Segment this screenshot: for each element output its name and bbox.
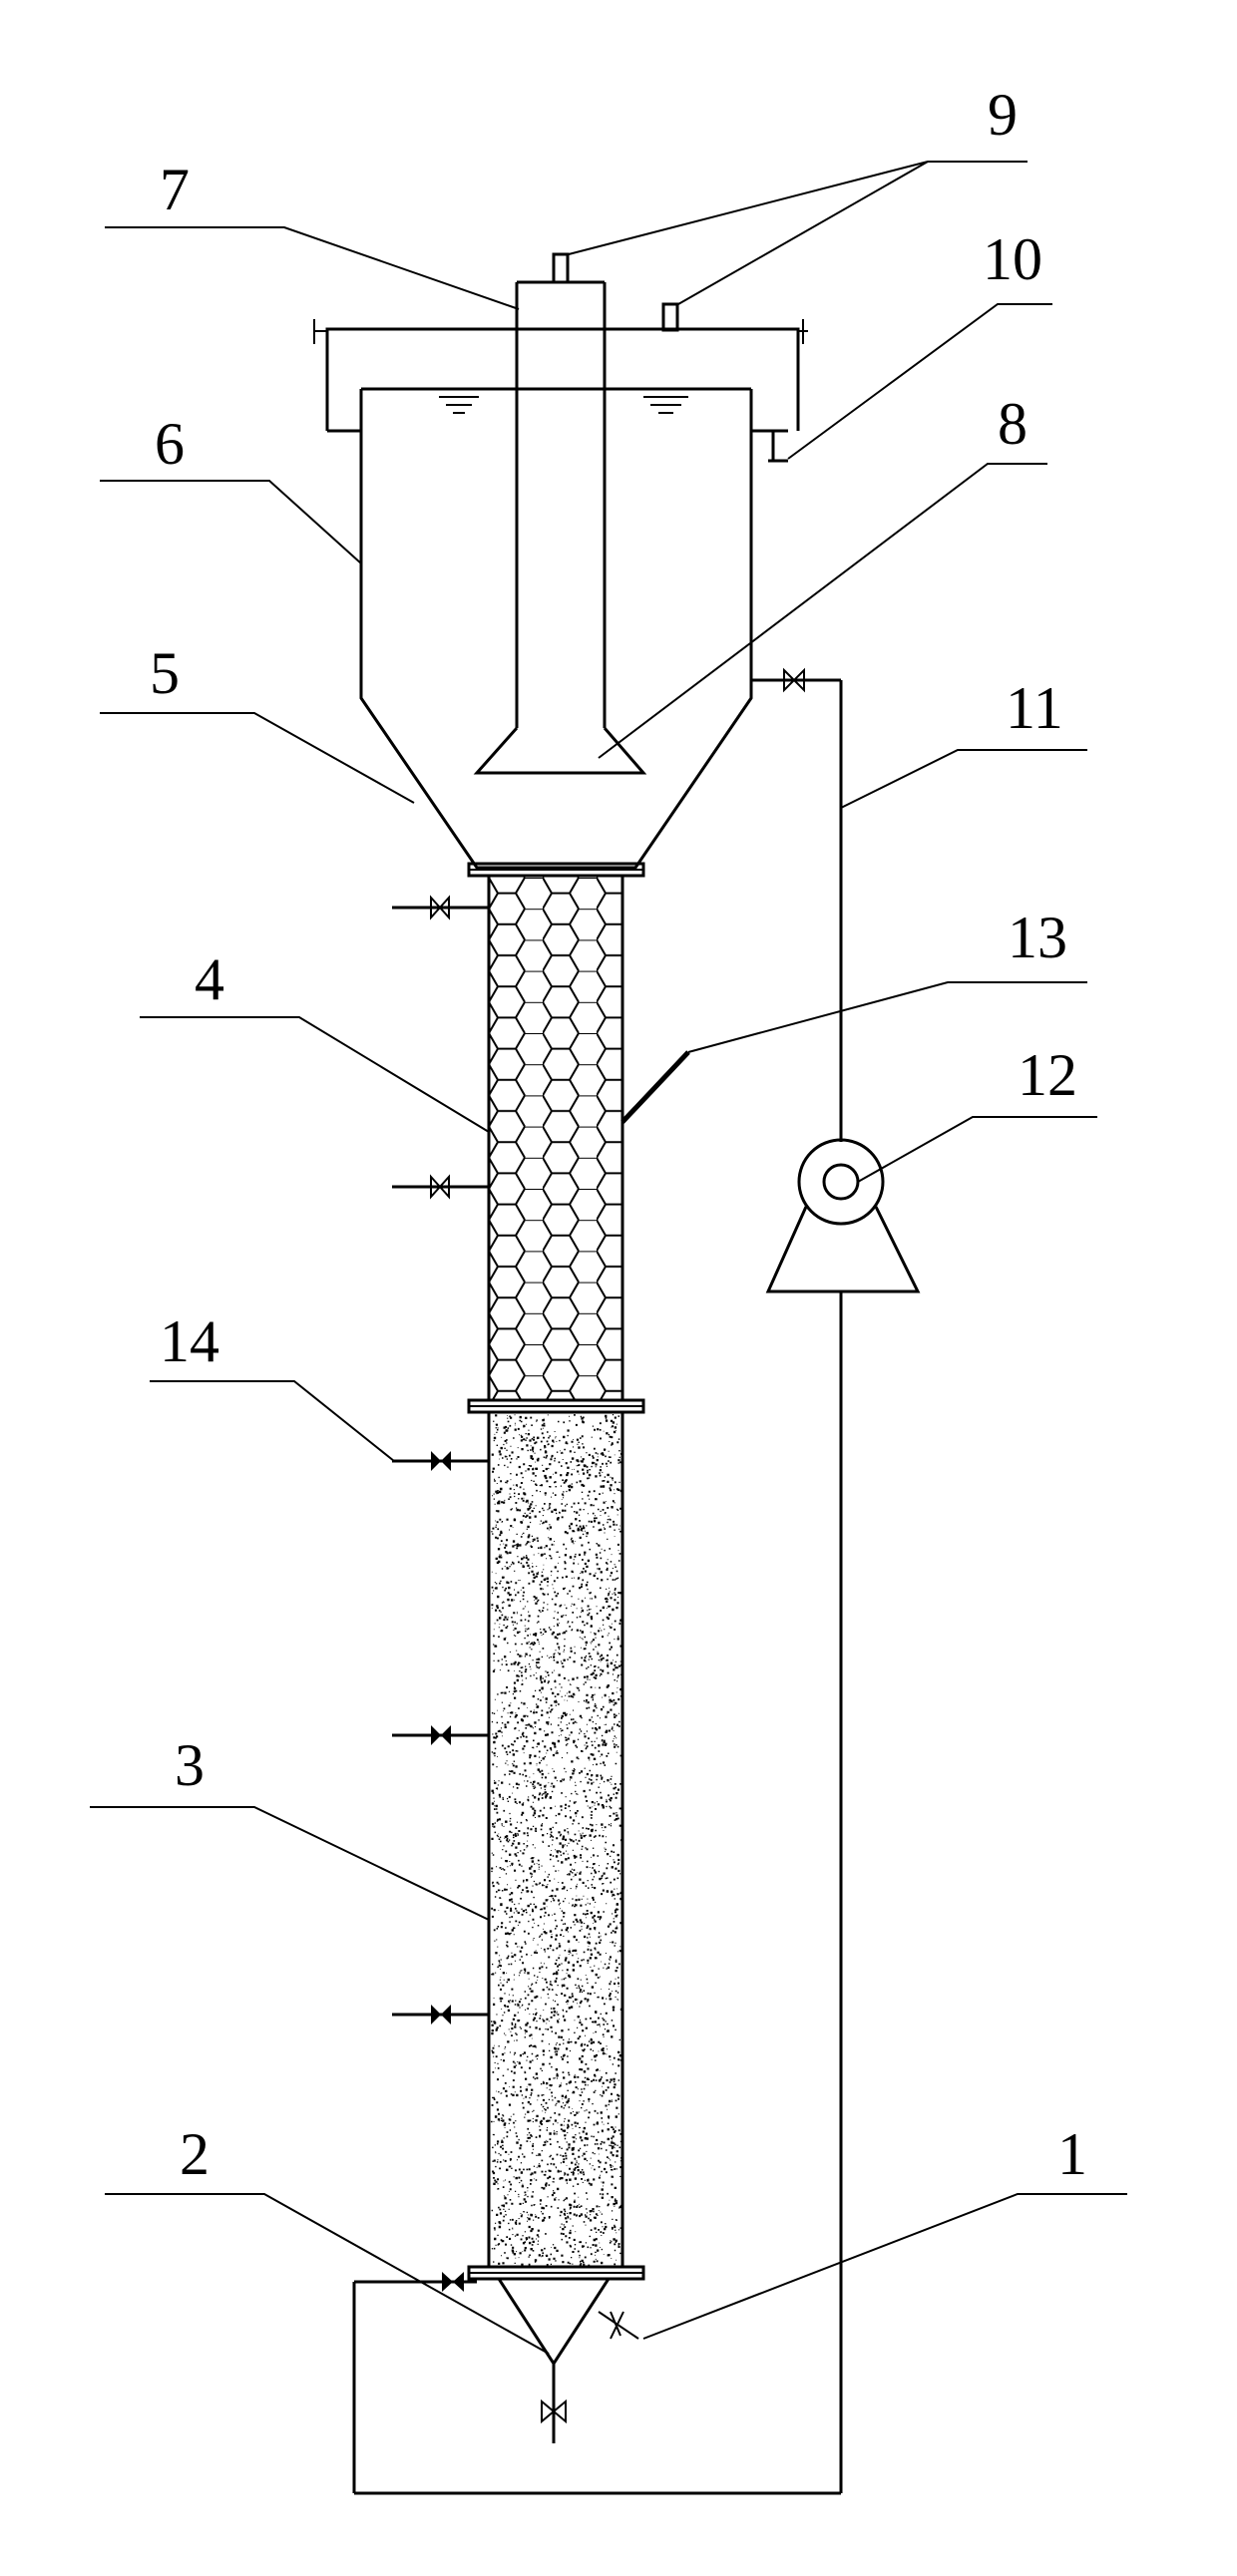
inlet-distributor [497,2278,639,2443]
label-10: 10 [983,226,1042,292]
label-14: 14 [160,1308,219,1374]
flange-bottom [467,2265,645,2281]
label-1: 1 [1057,2121,1087,2187]
label-7: 7 [160,157,190,222]
central-pipe [473,280,647,775]
label-11: 11 [1006,675,1063,741]
effluent-outlet [768,431,788,463]
number-labels: 7 9 10 6 8 5 11 13 4 12 14 3 2 1 [150,82,1087,2187]
settling-tank [359,387,753,870]
packing-section [487,874,624,1402]
recirculation-pump [765,1138,921,1293]
label-12: 12 [1018,1042,1077,1108]
gas-outlet-pipes [552,252,679,332]
recirculation-line [352,667,843,2495]
label-3: 3 [175,1732,205,1798]
sampling-ports [392,895,489,2024]
label-5: 5 [150,640,180,706]
label-8: 8 [998,391,1028,457]
flange-middle [467,1398,645,1414]
label-13: 13 [1008,905,1067,970]
sludge-granules [491,1414,622,2267]
label-2: 2 [180,2121,209,2187]
leader-lines [90,161,1127,2355]
granule-dots [491,1414,622,2267]
label-9: 9 [988,82,1018,148]
probe [620,1050,690,1124]
label-6: 6 [155,411,185,477]
label-4: 4 [195,946,224,1012]
flange-top [467,862,645,878]
top-cover [313,319,808,433]
sludge-bed-section [487,1410,624,2269]
